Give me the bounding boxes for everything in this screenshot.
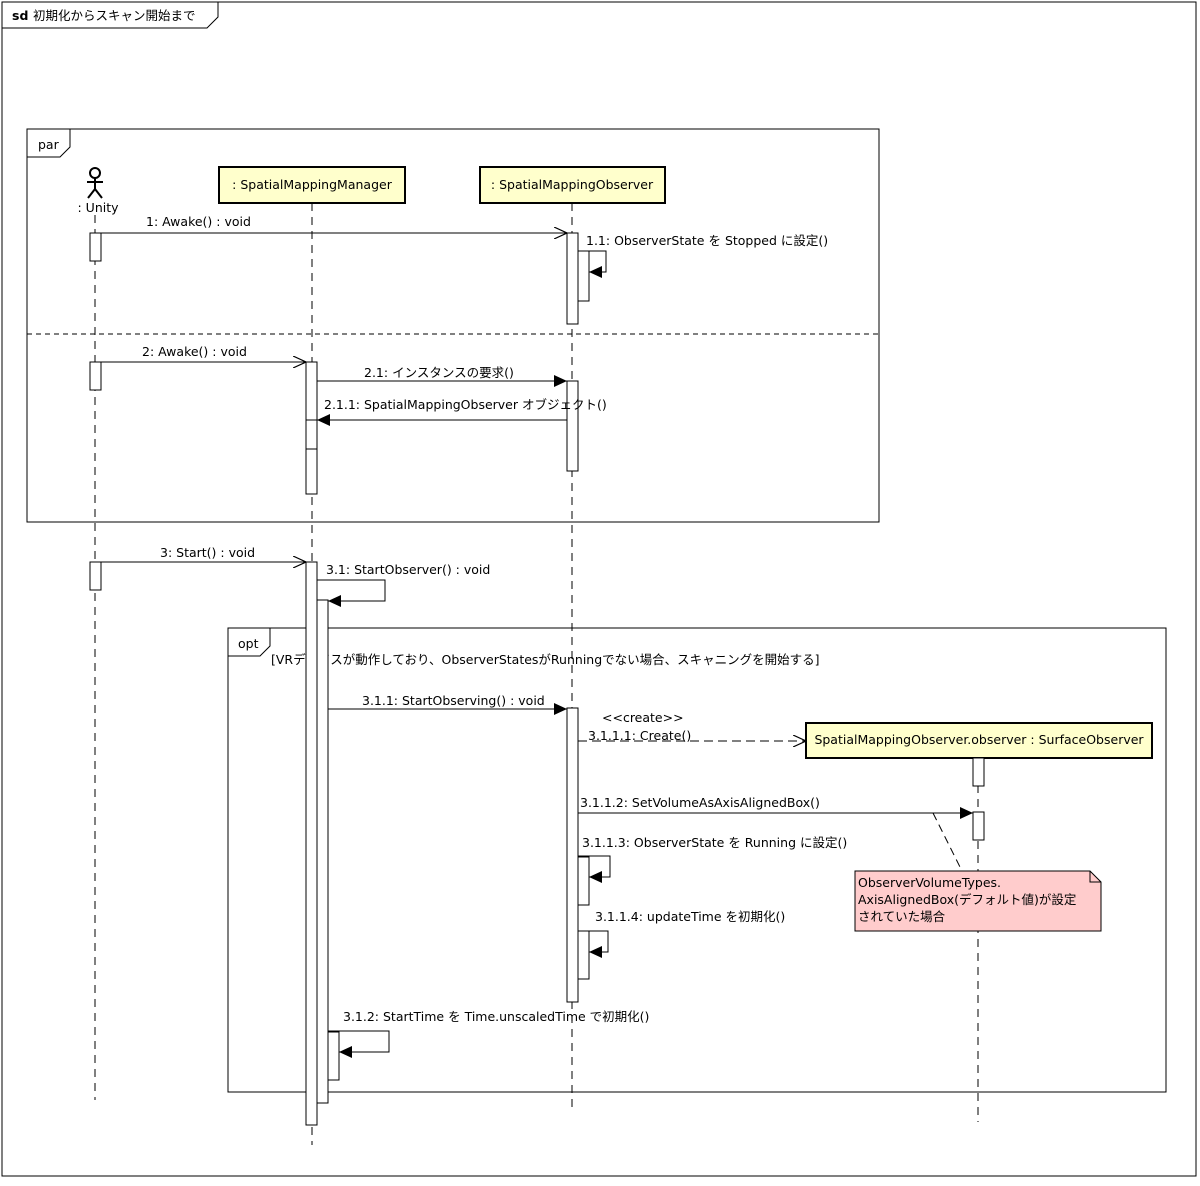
note-anchor-line	[932, 812, 963, 872]
lifeline-manager-label: : SpatialMappingManager	[232, 177, 393, 192]
note-box	[854, 870, 1102, 932]
activation-surface-1	[972, 757, 985, 787]
message-3-1-1-4-arrow	[578, 930, 609, 958]
activation-unity-2	[89, 361, 102, 391]
activation-observer-2	[566, 380, 579, 472]
lifeline-manager-head	[218, 166, 406, 204]
message-2-label: 2: Awake() : void	[142, 344, 247, 359]
activation-bars	[89, 232, 985, 1126]
message-3-1-1-3-label: 3.1.1.3: ObserverState を Running に設定()	[582, 835, 847, 850]
message-3-1-1-2-label: 3.1.1.2: SetVolumeAsAxisAlignedBox()	[580, 795, 820, 810]
activation-unity-1	[89, 232, 102, 262]
par-tab	[27, 129, 71, 158]
opt-tab	[228, 628, 271, 657]
activation-manager-2-inner	[305, 419, 318, 450]
message-2-1-1-label: 2.1.1: SpatialMappingObserver オブジェクト()	[324, 397, 607, 412]
par-fragment	[26, 128, 880, 523]
message-3-1-arrow	[317, 579, 386, 607]
lifeline-observer-head	[479, 166, 666, 204]
message-3-label: 3: Start() : void	[160, 545, 255, 560]
unity-actor-icon	[87, 167, 103, 199]
message-3-1-label: 3.1: StartObserver() : void	[326, 562, 490, 577]
message-3-1-1-label: 3.1.1: StartObserving() : void	[362, 693, 545, 708]
frame-title: 初期化からスキャン開始まで	[33, 8, 196, 23]
activation-surface-2	[972, 811, 985, 841]
opt-label: opt	[238, 636, 259, 651]
activation-observer-1	[566, 232, 579, 325]
message-1-label: 1: Awake() : void	[146, 214, 251, 229]
par-label: par	[38, 137, 60, 152]
note-fold	[1089, 871, 1101, 883]
message-3-1-2-arrow	[328, 1030, 390, 1058]
note-line-2: AxisAlignedBox(デフォルト値)が設定	[858, 892, 1076, 907]
lifeline-surface-label: SpatialMappingObserver.observer : Surfac…	[814, 732, 1144, 747]
opt-guard: [VRデバイスが動作しており、ObserverStatesがRunningでない…	[271, 652, 820, 667]
create-stereotype: <<create>>	[602, 710, 684, 725]
message-3-1-1-3-arrow	[578, 855, 611, 883]
activation-observer-3	[566, 707, 579, 1003]
activation-observer-1-self	[577, 250, 590, 302]
message-3-1-1-1-label: 3.1.1.1: Create()	[588, 728, 691, 743]
opt-fragment	[227, 627, 1167, 1093]
message-2-1-label: 2.1: インスタンスの要求()	[364, 365, 514, 380]
message-3-1-1-4-label: 3.1.1.4: updateTime を初期化()	[595, 909, 785, 924]
lifeline-unity-label: : Unity	[77, 200, 119, 215]
note-line-1: ObserverVolumeTypes.	[858, 875, 1001, 890]
note-line-3: されていた場合	[858, 909, 946, 924]
frame-tab	[2, 2, 219, 29]
message-3-1-2-label: 3.1.2: StartTime を Time.unscaledTime で初期…	[343, 1009, 649, 1024]
message-1-1-arrow	[578, 250, 607, 278]
lifeline-observer-label: : SpatialMappingObserver	[491, 177, 654, 192]
activation-manager-3	[305, 561, 318, 1126]
activation-manager-3-1-2	[327, 1031, 340, 1081]
message-1-1-label: 1.1: ObserverState を Stopped に設定()	[586, 233, 828, 248]
activation-observer-3-4	[577, 930, 590, 980]
activation-unity-3	[89, 561, 102, 591]
frame-keyword: sd	[12, 8, 28, 23]
activation-manager-3-1	[316, 599, 329, 1104]
activation-observer-3-3	[577, 856, 590, 906]
